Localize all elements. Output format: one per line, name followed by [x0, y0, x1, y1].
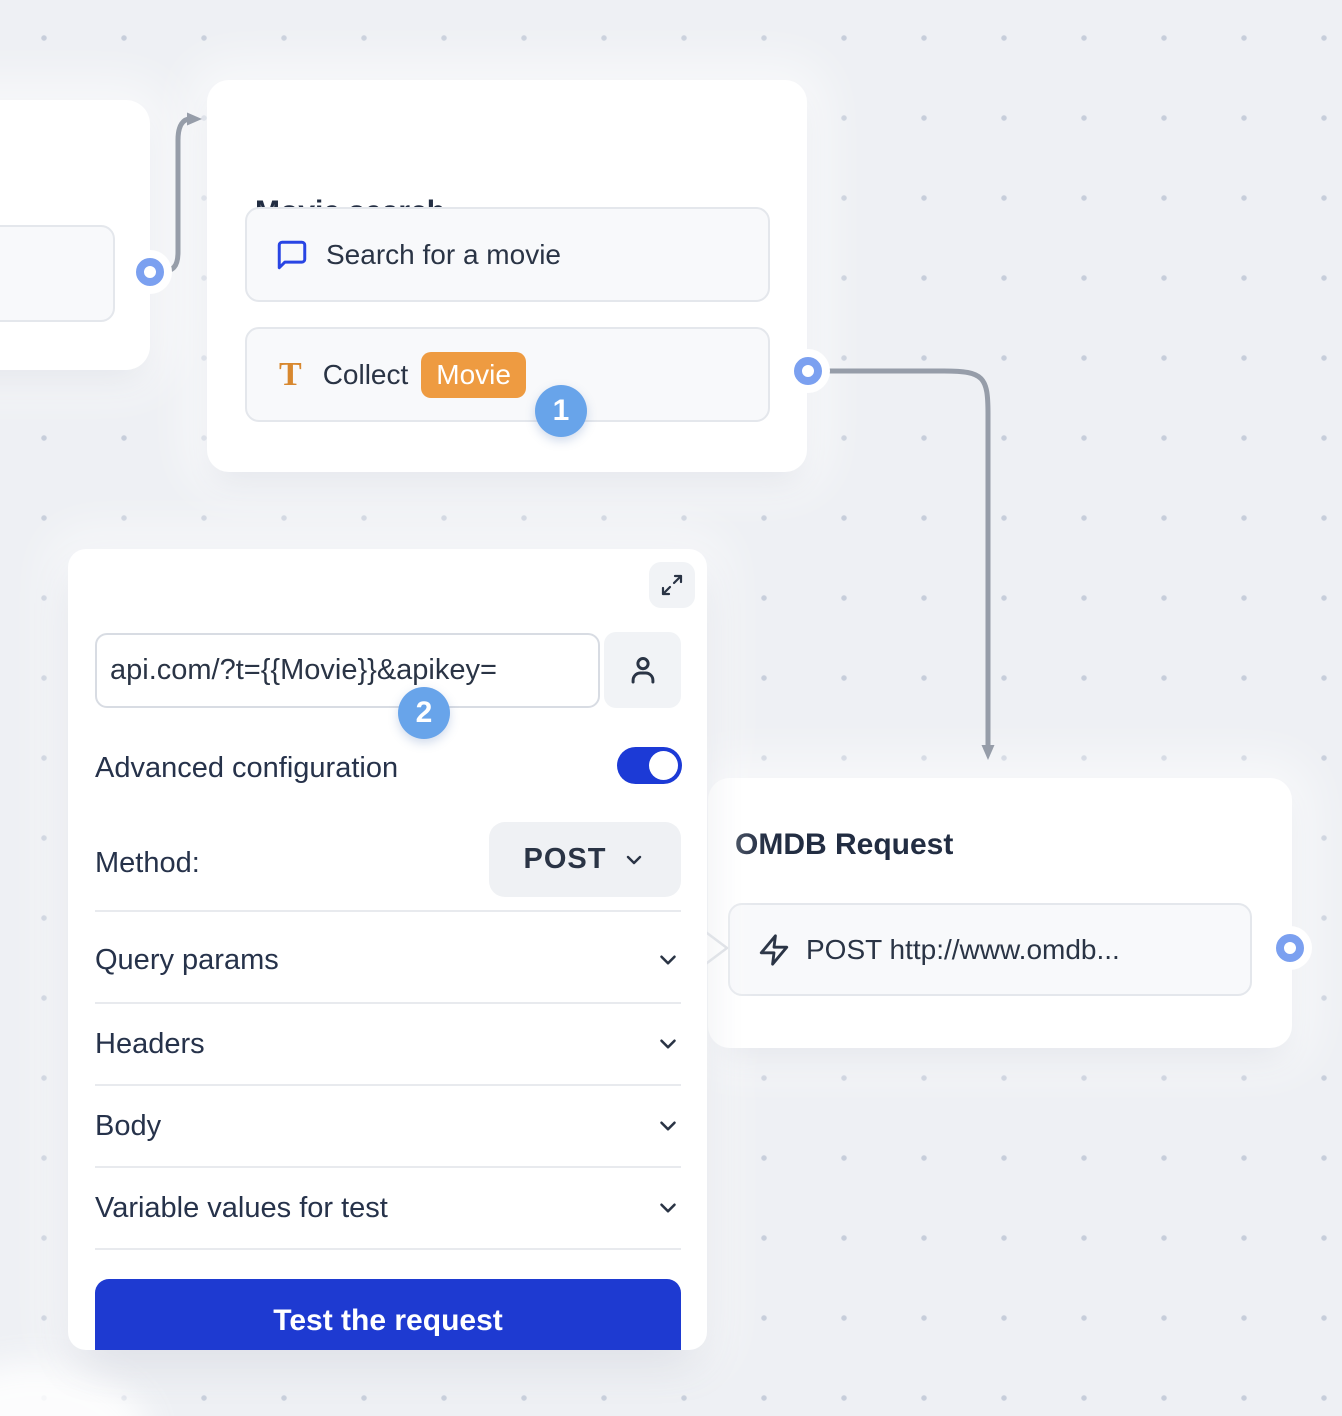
advanced-configuration-label: Advanced configuration	[95, 752, 399, 784]
toggle-knob	[649, 751, 678, 780]
chevron-down-icon	[655, 1195, 681, 1221]
divider	[95, 1248, 681, 1250]
output-port-omdb[interactable]	[1268, 926, 1312, 970]
webhook-config-panel[interactable]: api.com/?t={{Movie}}&apikey= Advanced co…	[68, 549, 707, 1350]
section-headers[interactable]: Headers	[95, 1004, 681, 1084]
expand-icon	[660, 573, 684, 597]
person-icon	[626, 653, 660, 687]
output-port-partial-node[interactable]	[128, 250, 172, 294]
section-label: Body	[95, 1109, 162, 1142]
variable-badge: Movie	[421, 351, 526, 398]
chat-bubble-icon	[275, 238, 309, 272]
section-label: Query params	[95, 943, 279, 976]
test-request-button-label: Test the request	[273, 1304, 503, 1337]
person-button[interactable]	[604, 632, 681, 708]
url-input-value: api.com/?t={{Movie}}&apikey=	[110, 654, 497, 686]
node-item-collect[interactable]: T Collect Movie	[245, 327, 770, 422]
partial-node-item[interactable]	[0, 225, 115, 322]
section-label: Variable values for test	[95, 1191, 388, 1224]
connector-movie-search-to-omdb	[817, 368, 995, 760]
input-port-chevron-icon[interactable]	[701, 928, 733, 968]
test-request-button[interactable]: Test the request	[95, 1279, 681, 1350]
divider	[95, 910, 681, 912]
node-item-question[interactable]: Search for a movie	[245, 207, 770, 302]
method-value: POST	[523, 843, 607, 875]
omdb-request-node-card[interactable]: OMDB Request POST http://www.omdb...	[702, 778, 1292, 1048]
step-badge-2: 2	[398, 687, 450, 739]
movie-search-node-card[interactable]: Movie search Search for a movie T Collec…	[207, 80, 807, 472]
node-item-webhook[interactable]: POST http://www.omdb...	[728, 903, 1252, 996]
text-input-icon: T	[279, 355, 302, 393]
step-badge-1: 1	[535, 385, 587, 437]
url-input[interactable]: api.com/?t={{Movie}}&apikey=	[95, 633, 600, 708]
node-item-label: POST http://www.omdb...	[806, 933, 1120, 965]
section-variable-values[interactable]: Variable values for test	[95, 1168, 681, 1248]
divider	[95, 1002, 681, 1004]
zap-icon	[757, 933, 791, 967]
method-dropdown[interactable]: POST	[489, 822, 681, 897]
node-item-label: Collect	[322, 358, 409, 390]
divider	[95, 1166, 681, 1168]
divider	[95, 1084, 681, 1086]
section-query-params[interactable]: Query params	[95, 920, 681, 1000]
connector-partial-to-movie-search	[155, 112, 202, 275]
advanced-configuration-toggle[interactable]	[617, 747, 682, 784]
chevron-down-icon	[655, 1113, 681, 1139]
method-label: Method:	[95, 847, 200, 879]
chevron-down-icon	[655, 947, 681, 973]
chevron-down-icon	[622, 848, 646, 872]
output-port-movie-search[interactable]	[786, 349, 830, 393]
expand-panel-button[interactable]	[649, 562, 695, 608]
section-body[interactable]: Body	[95, 1086, 681, 1166]
node-item-label: Search for a movie	[326, 238, 561, 270]
node-title: OMDB Request	[735, 828, 954, 861]
section-label: Headers	[95, 1027, 205, 1060]
chevron-down-icon	[655, 1031, 681, 1057]
